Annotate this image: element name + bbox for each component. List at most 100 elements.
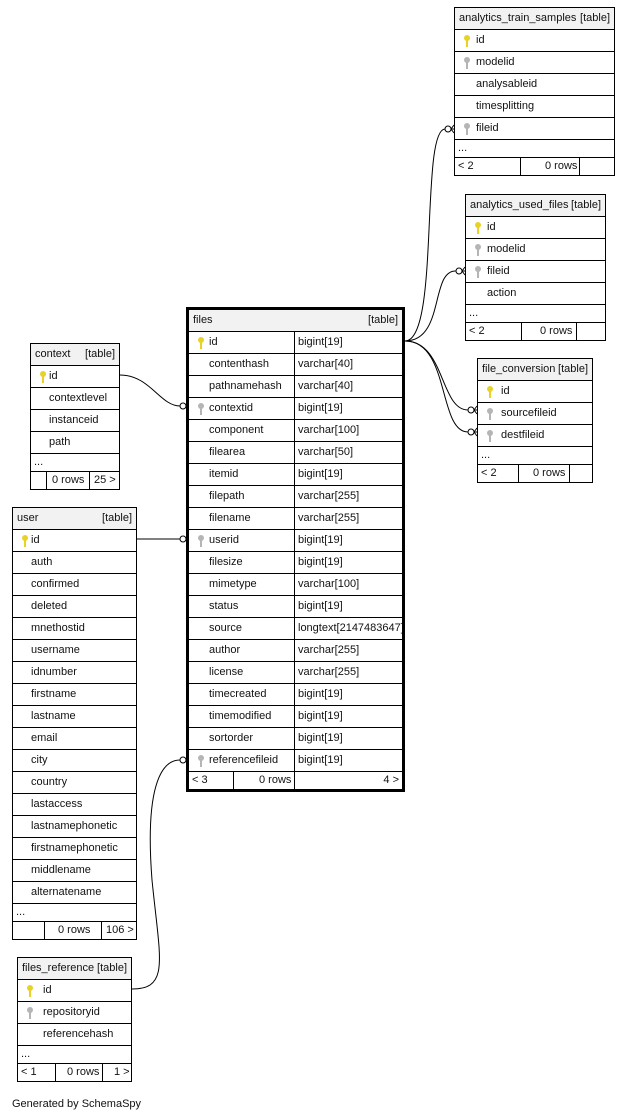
column-row[interactable]: lastnamephonetic bbox=[13, 816, 136, 838]
link-context-files bbox=[119, 374, 181, 407]
column-name: referencehash bbox=[43, 1028, 114, 1040]
parents-count[interactable]: < 2 bbox=[458, 160, 474, 172]
table-header: context [table] bbox=[31, 344, 119, 366]
column-row[interactable]: city bbox=[13, 750, 136, 772]
column-row[interactable]: fileid bbox=[455, 118, 614, 140]
column-row[interactable]: modelid bbox=[466, 239, 605, 261]
column-name: mnethostid bbox=[31, 622, 85, 634]
column-row[interactable]: username bbox=[13, 640, 136, 662]
table-analytics-used-files[interactable]: analytics_used_files [table] id modelid … bbox=[465, 194, 606, 341]
children-count[interactable]: 4 > bbox=[383, 774, 399, 786]
column-name: firstnamephonetic bbox=[31, 842, 118, 854]
column-row[interactable]: referencehash bbox=[18, 1024, 131, 1046]
column-row[interactable]: id bbox=[478, 381, 592, 403]
table-footer: < 2 0 rows bbox=[478, 465, 592, 482]
column-row[interactable]: id bbox=[18, 980, 131, 1002]
column-row[interactable]: id bbox=[13, 530, 136, 552]
parents-count[interactable]: < 3 bbox=[192, 774, 208, 786]
column-type: varchar[255] bbox=[294, 640, 402, 661]
foreign-key-icon bbox=[475, 266, 481, 278]
column-type: varchar[100] bbox=[294, 420, 402, 441]
column-row[interactable]: sourcefileid bbox=[478, 403, 592, 425]
column-name: timesplitting bbox=[476, 100, 535, 112]
column-row[interactable]: deleted bbox=[13, 596, 136, 618]
column-row[interactable]: confirmed bbox=[13, 574, 136, 596]
column-row[interactable]: modelid bbox=[455, 52, 614, 74]
table-context[interactable]: context [table] id contextlevel instance… bbox=[30, 343, 120, 490]
column-row[interactable]: timesplitting bbox=[455, 96, 614, 118]
column-type: bigint[19] bbox=[294, 750, 402, 771]
children-count[interactable]: 25 > bbox=[94, 474, 116, 486]
column-row[interactable]: destfileid bbox=[478, 425, 592, 447]
column-row[interactable]: id bbox=[466, 217, 605, 239]
column-name: middlename bbox=[31, 864, 91, 876]
table-type: [table] bbox=[85, 348, 115, 360]
column-row[interactable]: firstnamephonetic bbox=[13, 838, 136, 860]
crows-foot-marker bbox=[444, 124, 455, 134]
column-row[interactable]: firstname bbox=[13, 684, 136, 706]
parents-count[interactable]: < 2 bbox=[469, 325, 485, 337]
table-analytics-train-samples[interactable]: analytics_train_samples [table] id model… bbox=[454, 7, 615, 176]
column-row[interactable]: instanceid bbox=[31, 410, 119, 432]
column-row[interactable]: id bbox=[455, 30, 614, 52]
table-type: [table] bbox=[558, 363, 588, 375]
table-type: [table] bbox=[580, 12, 610, 24]
column-row[interactable]: email bbox=[13, 728, 136, 750]
column-name: path bbox=[49, 436, 71, 448]
column-row[interactable]: auth bbox=[13, 552, 136, 574]
table-name: files bbox=[193, 314, 213, 326]
column-row[interactable]: mnethostid bbox=[13, 618, 136, 640]
column-name: username bbox=[31, 644, 80, 656]
column-row[interactable]: contextlevel bbox=[31, 388, 119, 410]
column-name: lastnamephonetic bbox=[31, 820, 118, 832]
column-row[interactable]: action bbox=[466, 283, 605, 305]
children-count[interactable]: 106 > bbox=[106, 924, 134, 936]
column-row[interactable]: repositoryid bbox=[18, 1002, 131, 1024]
column-row[interactable]: country bbox=[13, 772, 136, 794]
parents-count[interactable]: < 2 bbox=[481, 467, 497, 479]
column-row[interactable]: middlename bbox=[13, 860, 136, 882]
column-row[interactable]: lastname bbox=[13, 706, 136, 728]
generated-by-credit[interactable]: Generated by SchemaSpy bbox=[12, 1098, 142, 1110]
column-name: instanceid bbox=[49, 414, 99, 426]
column-name: source bbox=[209, 622, 243, 634]
column-row[interactable]: fileid bbox=[466, 261, 605, 283]
column-type: bigint[19] bbox=[294, 596, 402, 617]
column-name: mimetype bbox=[209, 578, 257, 590]
column-row[interactable]: path bbox=[31, 432, 119, 454]
table-file-conversion[interactable]: file_conversion [table] id sourcefileid … bbox=[477, 358, 593, 483]
column-row[interactable]: analysableid bbox=[455, 74, 614, 96]
column-name: alternatename bbox=[31, 886, 102, 898]
table-footer: < 1 0 rows 1 > bbox=[18, 1064, 131, 1081]
column-row[interactable]: lastaccess bbox=[13, 794, 136, 816]
table-files-reference[interactable]: files_reference [table] id repositoryid … bbox=[17, 957, 132, 1082]
parents-count[interactable]: < 1 bbox=[21, 1066, 37, 1078]
column-row[interactable]: id bbox=[31, 366, 119, 388]
column-row[interactable]: alternatename bbox=[13, 882, 136, 904]
column-row[interactable]: idnumber bbox=[13, 662, 136, 684]
column-type: bigint[19] bbox=[294, 464, 402, 485]
children-count[interactable]: 1 > bbox=[114, 1066, 130, 1078]
